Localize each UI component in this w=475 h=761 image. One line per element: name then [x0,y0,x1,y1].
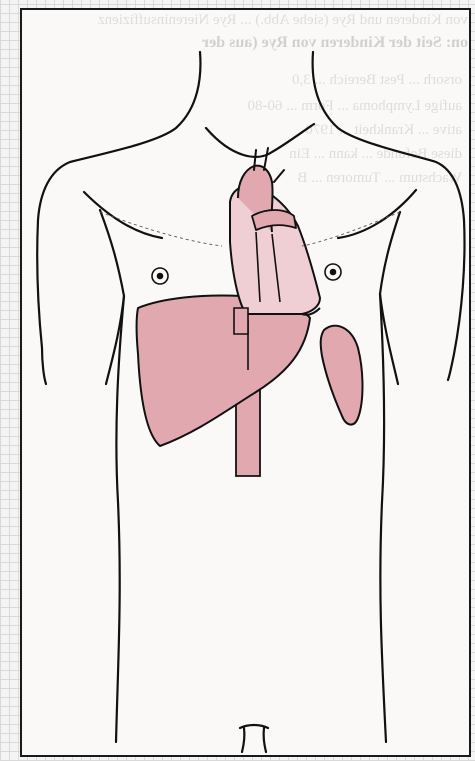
torso-illustration [22,10,471,757]
figure-panel: von Kinderen und Rye (siehe Abb.) ... Ry… [20,8,471,757]
heart [230,148,320,315]
esophagus [234,308,248,334]
liver [137,296,311,447]
spleen [321,326,363,425]
